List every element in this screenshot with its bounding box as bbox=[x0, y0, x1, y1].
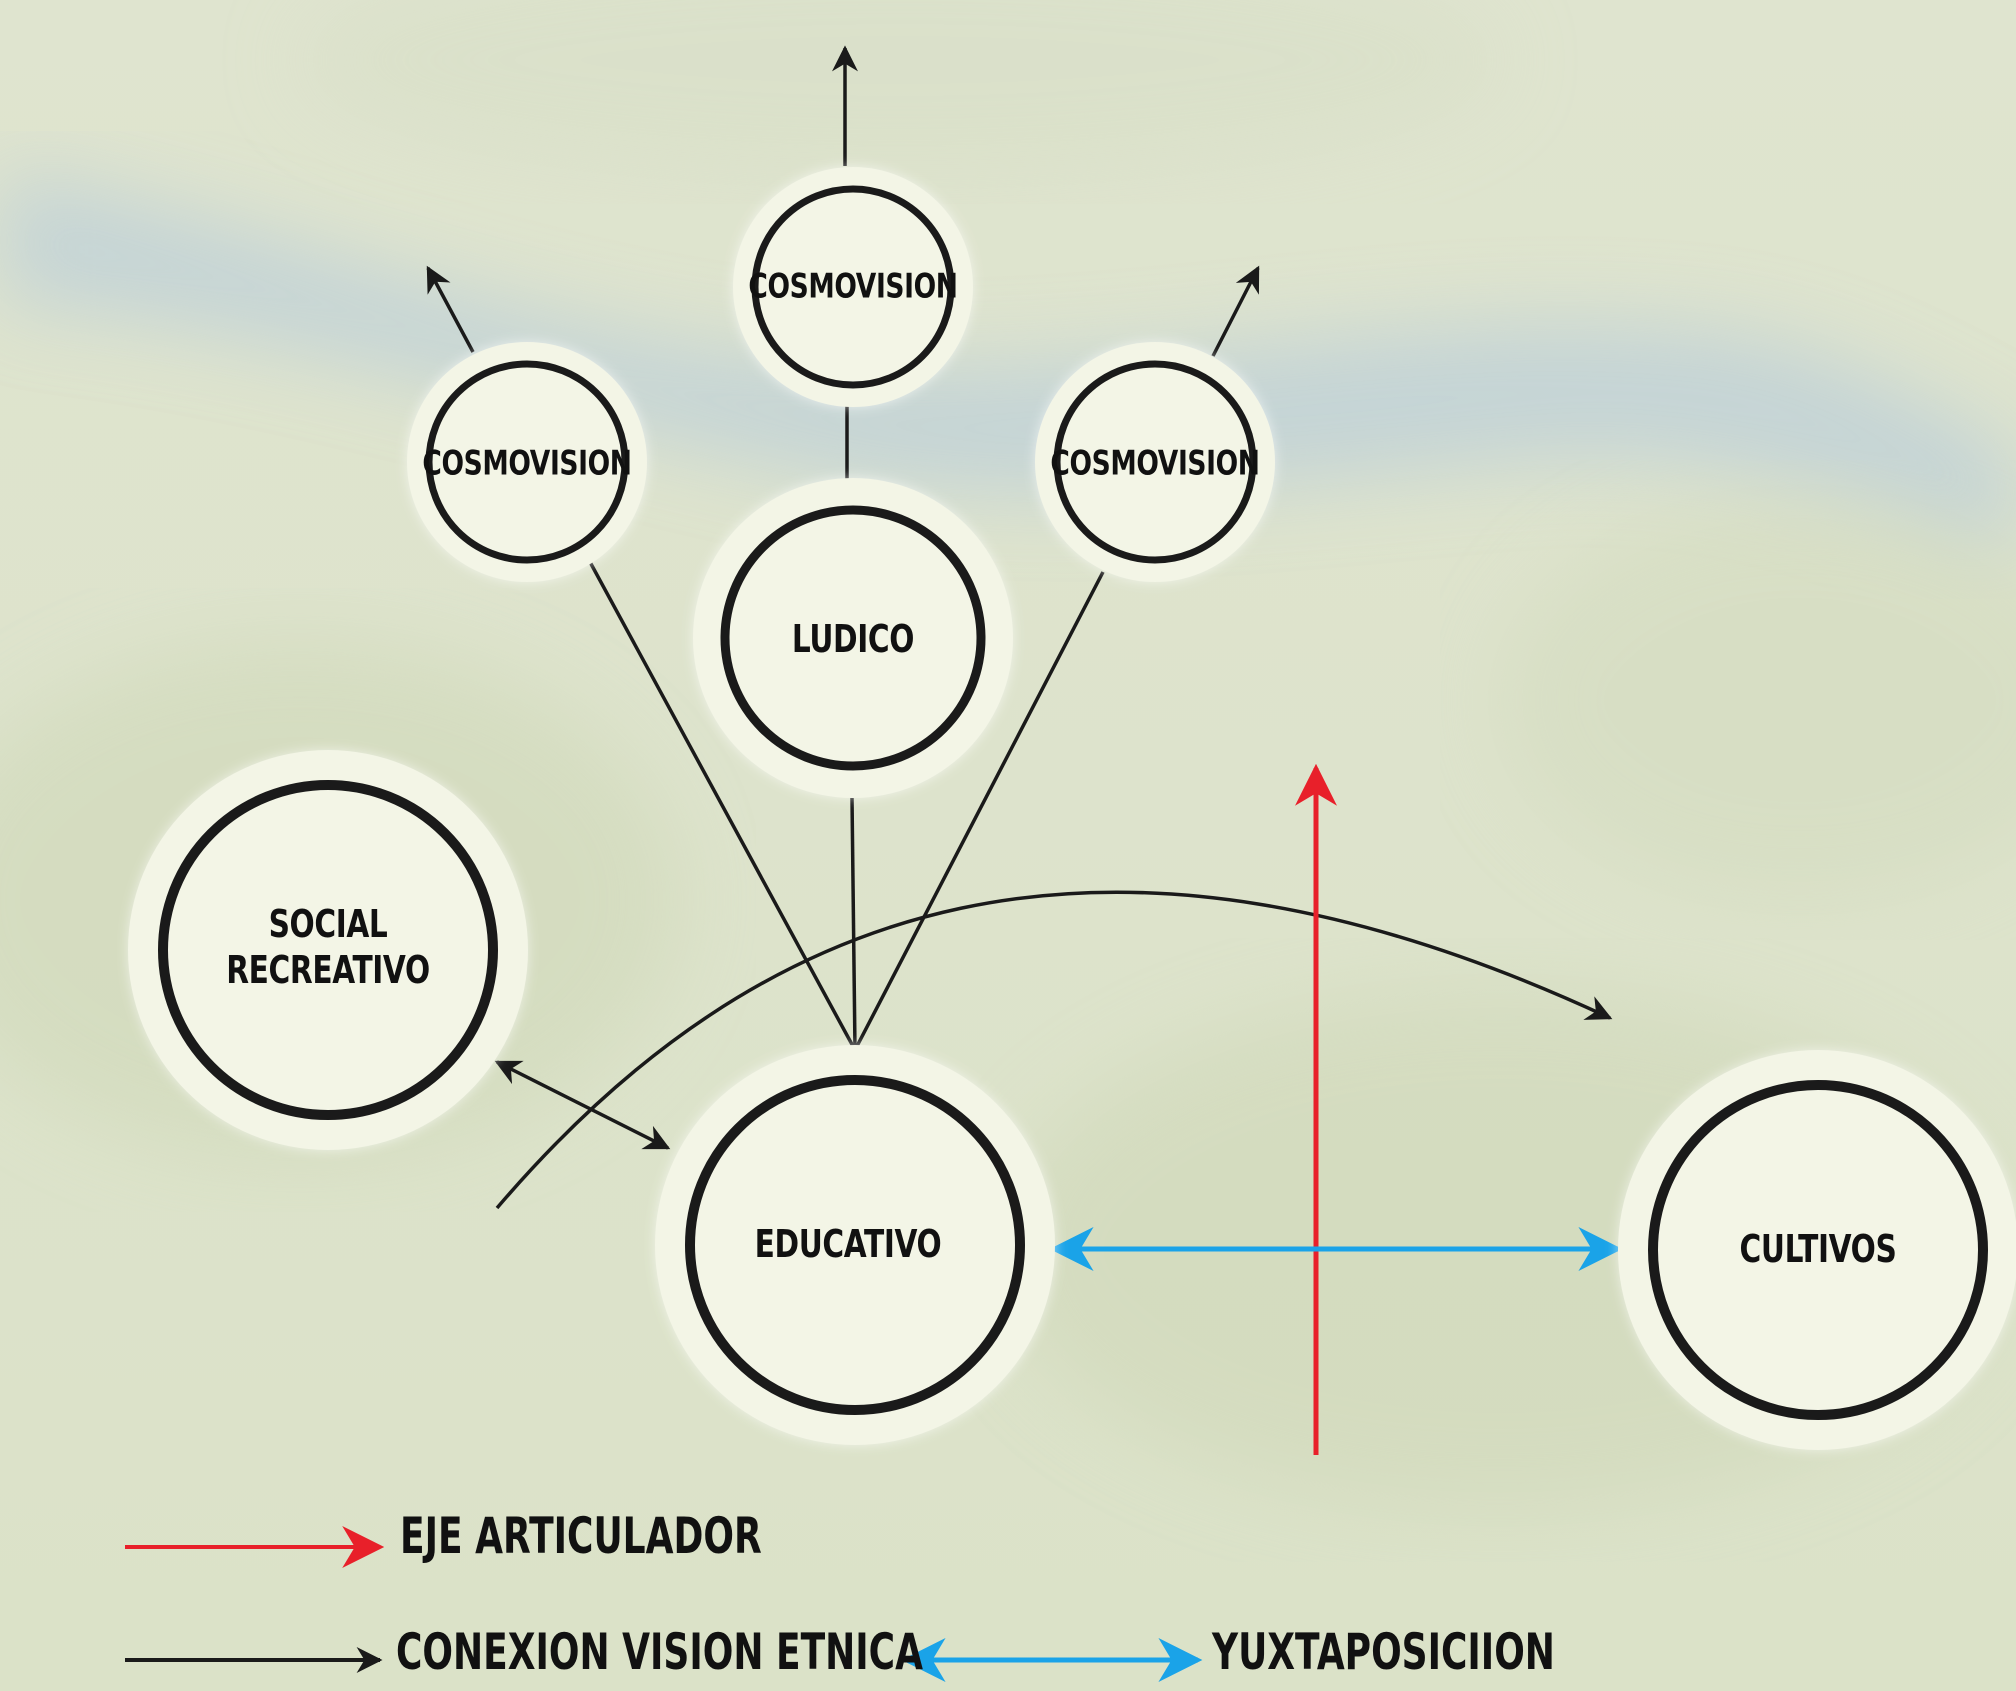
legend-conexion-vision-etnica: CONEXION VISION ETNICA bbox=[396, 1623, 923, 1681]
social-label-line1: SOCIAL bbox=[268, 902, 388, 946]
line-social-educativo-double-arrow bbox=[494, 1060, 671, 1150]
line-educativo-to-ludico bbox=[850, 797, 857, 1051]
line-educativo-to-cosmovision-right bbox=[853, 571, 1105, 1051]
connection-lines bbox=[426, 45, 1613, 1210]
node-cultivos bbox=[1618, 1050, 2016, 1450]
social-label-line2: RECREATIVO bbox=[226, 948, 430, 992]
line-cosmovision-right-up-arrow bbox=[1211, 265, 1260, 357]
node-ludico bbox=[693, 478, 1013, 798]
legend-eje-articulador: EJE ARTICULADOR bbox=[400, 1507, 762, 1565]
ludico-label: LUDICO bbox=[791, 617, 915, 662]
cultivos-label: CULTIVOS bbox=[1739, 1227, 1897, 1272]
node-cosmovision-left bbox=[407, 342, 647, 582]
node-educativo bbox=[655, 1045, 1055, 1445]
node-cosmovision-right bbox=[1035, 342, 1275, 582]
line-cosmovision-left-up-arrow bbox=[426, 265, 475, 353]
social-recreativo-label: SOCIAL RECREATIVO bbox=[226, 901, 430, 993]
cosmovision-right-label: COSMOVISION bbox=[1050, 443, 1260, 484]
cosmovision-top-label: COSMOVISION bbox=[748, 266, 958, 307]
node-social-recreativo bbox=[128, 750, 528, 1150]
cosmovision-left-label: COSMOVISION bbox=[422, 443, 632, 484]
legend-yuxtaposicion: YUXTAPOSICIION bbox=[1212, 1623, 1555, 1681]
arc-conexion-vision-etnica bbox=[495, 890, 1613, 1210]
educativo-label: EDUCATIVO bbox=[754, 1222, 942, 1267]
line-educativo-to-cosmovision-left bbox=[588, 561, 857, 1051]
node-cosmovision-top bbox=[733, 167, 973, 407]
